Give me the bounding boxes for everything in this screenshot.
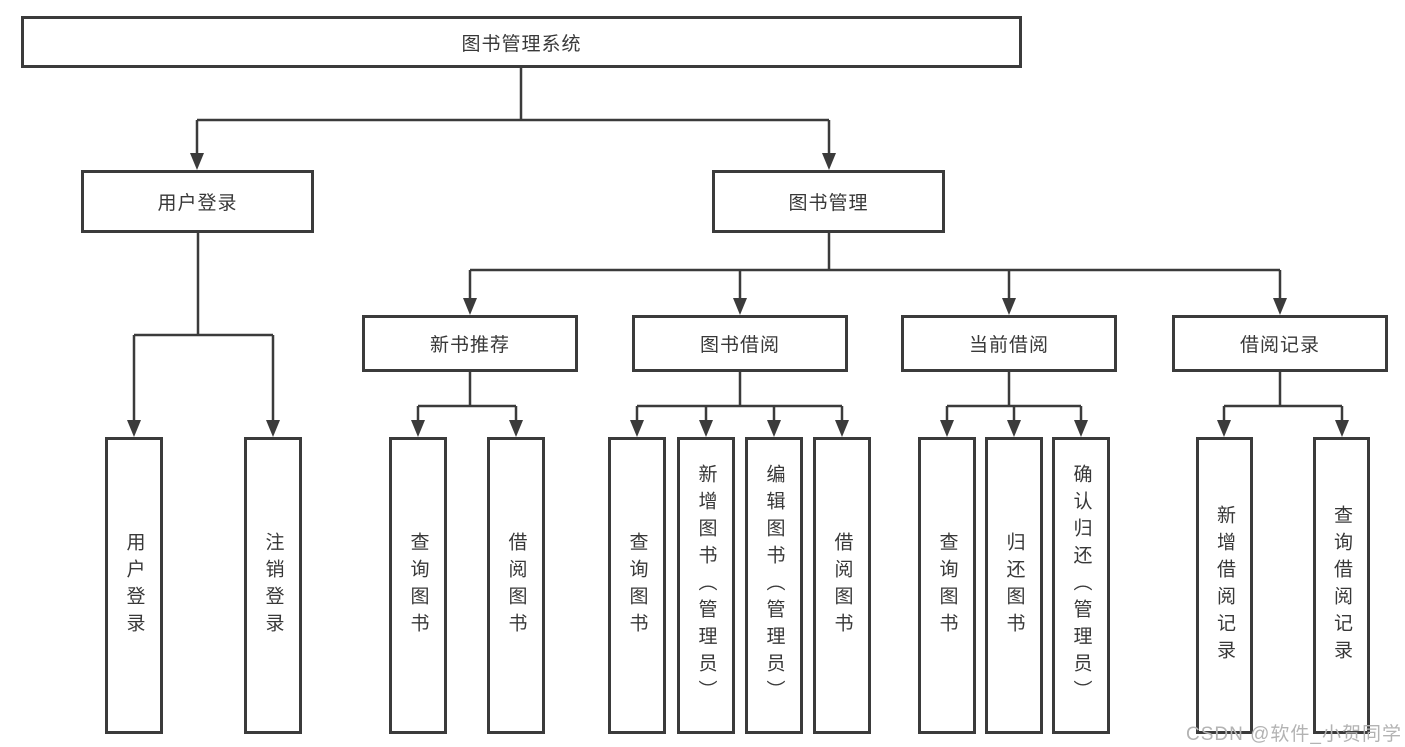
node-book-borrow: 图书借阅	[632, 315, 848, 372]
leaf-add-borrow-record: 新增借阅记录	[1196, 437, 1253, 734]
leaf-add-book-admin-label: 新增图书（管理员）	[695, 464, 717, 707]
leaf-borrow-book-recommend: 借阅图书	[487, 437, 545, 734]
leaf-confirm-return-admin: 确认归还（管理员）	[1052, 437, 1110, 734]
leaf-borrow-book: 借阅图书	[813, 437, 871, 734]
watermark: CSDN @软件_小贺同学	[1186, 724, 1402, 745]
leaf-query-borrow-record: 查询借阅记录	[1313, 437, 1370, 734]
leaf-return-book-label: 归还图书	[1003, 531, 1025, 640]
leaf-edit-book-admin: 编辑图书（管理员）	[745, 437, 803, 734]
leaf-user-login: 用户登录	[105, 437, 163, 734]
leaf-add-book-admin: 新增图书（管理员）	[677, 437, 735, 734]
leaf-query-books-borrow-label: 查询图书	[626, 531, 648, 640]
leaf-borrow-book-label: 借阅图书	[831, 531, 853, 640]
leaf-query-books-recommend-label: 查询图书	[407, 531, 429, 640]
leaf-add-borrow-record-label: 新增借阅记录	[1214, 504, 1235, 667]
leaf-logout: 注销登录	[244, 437, 302, 734]
leaf-borrow-book-recommend-label: 借阅图书	[505, 531, 527, 640]
leaf-query-books-recommend: 查询图书	[389, 437, 447, 734]
node-user-login: 用户登录	[81, 170, 314, 233]
node-book-management: 图书管理	[712, 170, 945, 233]
node-current-borrow: 当前借阅	[901, 315, 1117, 372]
leaf-confirm-return-admin-label: 确认归还（管理员）	[1070, 464, 1092, 707]
leaf-user-login-label: 用户登录	[123, 531, 145, 640]
leaf-logout-label: 注销登录	[262, 531, 284, 640]
leaf-query-books-current-label: 查询图书	[936, 531, 958, 640]
leaf-query-books-borrow: 查询图书	[608, 437, 666, 734]
leaf-edit-book-admin-label: 编辑图书（管理员）	[763, 464, 785, 707]
node-borrow-records: 借阅记录	[1172, 315, 1388, 372]
leaf-return-book: 归还图书	[985, 437, 1043, 734]
node-new-book-recommend: 新书推荐	[362, 315, 578, 372]
leaf-query-books-current: 查询图书	[918, 437, 976, 734]
node-root: 图书管理系统	[21, 16, 1022, 68]
leaf-query-borrow-record-label: 查询借阅记录	[1331, 504, 1352, 667]
